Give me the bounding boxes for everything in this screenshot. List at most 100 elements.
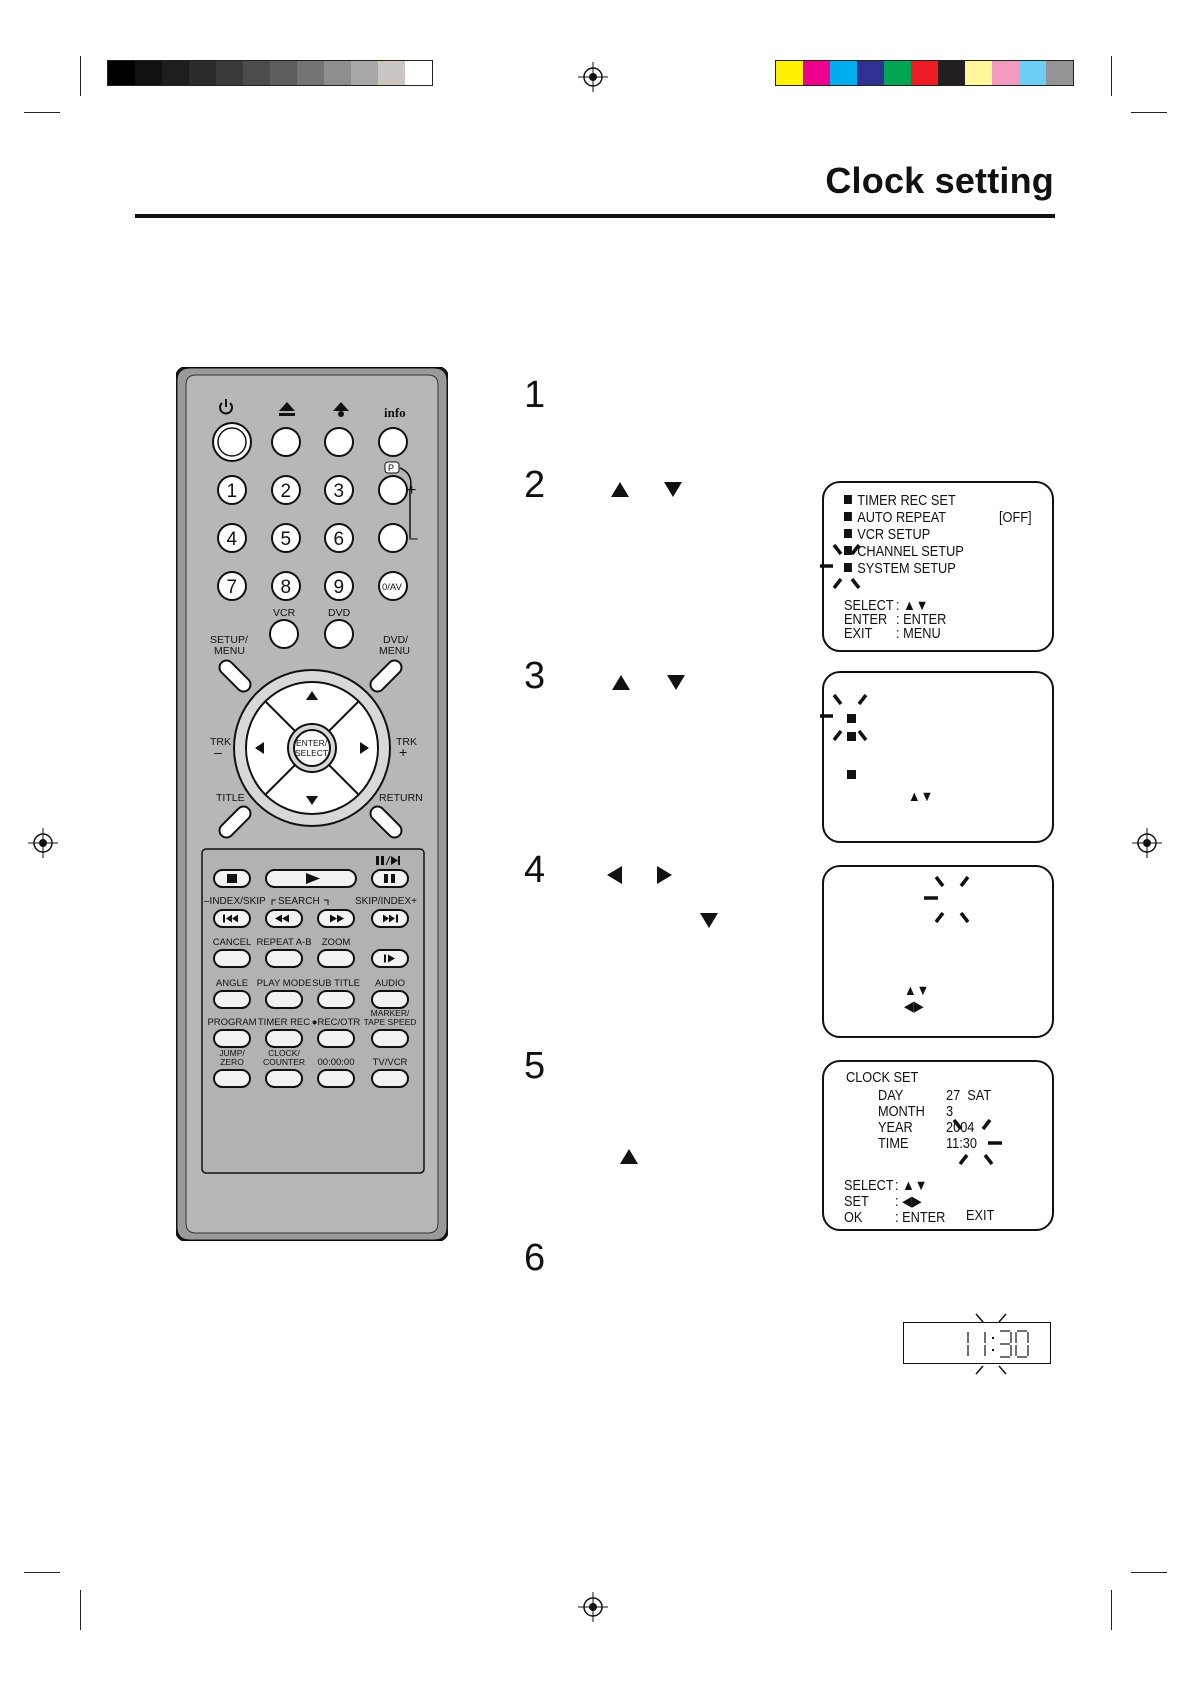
zero-av-button[interactable] (378, 571, 408, 601)
number-key-9[interactable] (324, 571, 354, 601)
function-key-3-2[interactable] (265, 1029, 303, 1048)
color-swatch (776, 61, 803, 85)
color-calibration-bar (775, 60, 1074, 86)
channel-down-button[interactable] (378, 523, 408, 553)
select-arrows: ▲▼ (908, 789, 934, 805)
trk-left-label-1: TRK (210, 736, 231, 748)
number-key-label: 2 (281, 481, 292, 502)
dvd-menu-label-1: DVD/ (383, 634, 408, 646)
function-key-2-3[interactable] (317, 990, 355, 1009)
day-value: 27 SAT (946, 1088, 992, 1104)
number-key-2[interactable] (271, 475, 301, 505)
up-arrow-icon (611, 482, 629, 497)
key-label: ZOOM (322, 937, 351, 948)
color-swatch (216, 61, 243, 85)
setup-menu-label-2: MENU (214, 645, 245, 657)
function-key-3-4[interactable] (371, 1029, 409, 1048)
pause-step-icon (376, 855, 400, 866)
ok-value: : ENTER (895, 1210, 946, 1226)
eject-button[interactable] (271, 427, 301, 457)
select-value: : ▲▼ (895, 1178, 928, 1194)
number-key-label: 3 (334, 481, 345, 502)
number-key-4[interactable] (217, 523, 247, 553)
menu-bullet (847, 770, 856, 779)
title-label: TITLE (216, 792, 245, 804)
function-key-1-3[interactable] (317, 949, 355, 968)
search-bracket-right (324, 899, 329, 905)
number-key-7[interactable] (217, 571, 247, 601)
eject-icon (279, 402, 295, 416)
function-key-3-3[interactable] (317, 1029, 355, 1048)
number-key-label: 9 (334, 577, 345, 598)
blink-indicator-icon (975, 1313, 1007, 1375)
function-key-1-1[interactable] (213, 949, 251, 968)
crop-mark (1111, 1590, 1112, 1630)
down-arrow-icon (700, 913, 718, 928)
time-label: TIME (878, 1136, 909, 1152)
gray-calibration-bar (107, 60, 433, 86)
number-key-6[interactable] (324, 523, 354, 553)
function-key-4-4[interactable] (371, 1069, 409, 1088)
title-button[interactable] (217, 804, 254, 841)
nav-up-icon[interactable] (306, 691, 318, 700)
number-key-8[interactable] (271, 571, 301, 601)
menu-item-system-setup: SYSTEM SETUP (844, 561, 956, 577)
function-key-1-2[interactable] (265, 949, 303, 968)
crop-mark (1111, 56, 1112, 96)
disc-eject-button[interactable] (324, 427, 354, 457)
setup-menu-label-1: SETUP/ (210, 634, 248, 646)
play-icon (306, 873, 320, 884)
function-key-4-1[interactable] (213, 1069, 251, 1088)
info-button[interactable] (378, 427, 408, 457)
title-rule (135, 214, 1055, 218)
function-key-3-1[interactable] (213, 1029, 251, 1048)
color-swatch (405, 61, 432, 85)
left-arrow-icon (607, 866, 622, 884)
clock-digits (967, 1330, 1029, 1358)
key-label: ANGLE (216, 978, 248, 989)
down-arrow-icon (667, 675, 685, 690)
setup-menu-button[interactable] (217, 658, 254, 695)
nav-right-icon[interactable] (360, 742, 369, 754)
enter-select-button[interactable] (293, 729, 331, 767)
set-value: : ◀▶ (895, 1194, 922, 1210)
number-key-1[interactable] (217, 475, 247, 505)
function-key-4-2[interactable] (265, 1069, 303, 1088)
crop-mark (24, 1572, 60, 1573)
key-label: ZERO (220, 1057, 244, 1067)
nav-down-icon[interactable] (306, 796, 318, 805)
number-key-3[interactable] (324, 475, 354, 505)
color-swatch (135, 61, 162, 85)
p-label: P (388, 463, 394, 473)
function-key-2-2[interactable] (265, 990, 303, 1009)
step-number-3: 3 (524, 655, 546, 697)
blink-indicator-icon (924, 875, 970, 924)
dvd-button[interactable] (324, 619, 354, 649)
menu-item-auto-repeat: AUTO REPEAT (844, 510, 946, 526)
search-bracket-left (271, 899, 276, 905)
nav-left-icon[interactable] (255, 742, 264, 754)
return-button[interactable] (368, 804, 405, 841)
lower-panel (201, 848, 425, 1174)
crop-mark (1131, 112, 1167, 113)
segment-group (1015, 1330, 1029, 1358)
stop-icon (227, 874, 237, 883)
vcr-button[interactable] (269, 619, 299, 649)
number-key-5[interactable] (271, 523, 301, 553)
function-key-2-1[interactable] (213, 990, 251, 1009)
remote-control: .btn{fill:#fff;stroke:#111;stroke-width:… (176, 367, 448, 1241)
function-key-4-3[interactable] (317, 1069, 355, 1088)
dvd-menu-button[interactable] (368, 658, 405, 695)
select-arrows: ▲▼ (904, 983, 930, 999)
color-swatch (351, 61, 378, 85)
function-key-2-4[interactable] (371, 990, 409, 1009)
trk-right-label-1: TRK (396, 736, 417, 748)
menu-item-channel-setup: CHANNEL SETUP (844, 544, 964, 560)
key-label: TV/VCR (373, 1057, 408, 1068)
channel-up-button[interactable] (378, 475, 408, 505)
eject-icon (333, 402, 349, 417)
info-label: info (384, 405, 406, 420)
menu-item-timer-rec-set: TIMER REC SET (844, 493, 956, 509)
registration-mark-icon (578, 1592, 608, 1622)
pause-button[interactable] (371, 869, 409, 888)
